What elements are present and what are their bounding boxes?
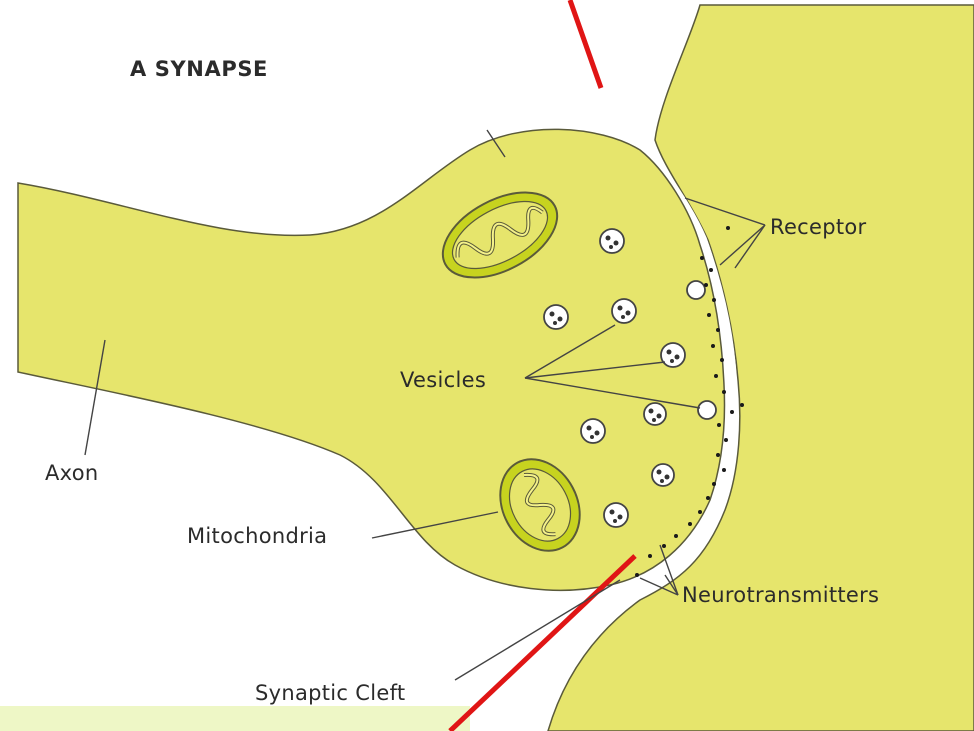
vesicle-fusing bbox=[687, 281, 705, 299]
label-axon: Axon bbox=[45, 461, 99, 485]
vesicle-fusing bbox=[698, 401, 716, 419]
label-synaptic-cleft: Synaptic Cleft bbox=[255, 681, 405, 705]
label-vesicles: Vesicles bbox=[400, 368, 486, 392]
label-mitochondria: Mitochondria bbox=[187, 524, 327, 548]
diagram-title: A SYNAPSE bbox=[130, 57, 268, 81]
vesicle bbox=[544, 305, 568, 329]
red-marker-top bbox=[570, 0, 601, 88]
label-neurotransmitters: Neurotransmitters bbox=[682, 583, 879, 607]
bottom-band bbox=[0, 706, 470, 731]
vesicle bbox=[604, 503, 628, 527]
label-receptor: Receptor bbox=[770, 215, 867, 239]
vesicle bbox=[581, 419, 605, 443]
vesicle bbox=[661, 343, 685, 367]
vesicle bbox=[600, 229, 624, 253]
vesicle bbox=[612, 299, 636, 323]
